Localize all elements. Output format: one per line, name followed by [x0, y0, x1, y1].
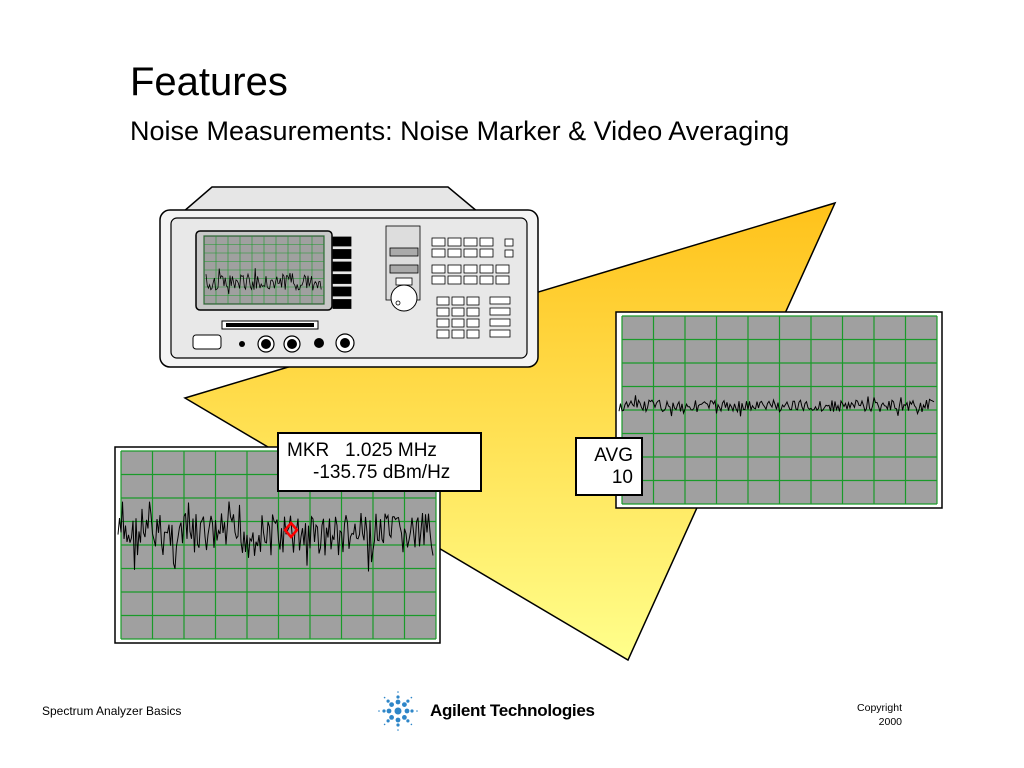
- averaging-readout-box: AVG 10: [575, 437, 643, 496]
- noise-marker-trace: [117, 501, 434, 572]
- instrument-keypad: [431, 237, 514, 339]
- footer-company-name: Agilent Technologies: [430, 701, 595, 720]
- averaging-readout-count: 10: [611, 467, 633, 488]
- instrument-softkeys: [332, 236, 352, 309]
- footer-copyright: Copyright 2000: [820, 701, 902, 729]
- agilent-spark-logo-icon: [378, 691, 418, 731]
- instrument-screen-trace: [205, 268, 322, 295]
- averaging-readout-label: AVG: [594, 445, 633, 466]
- copyright-label: Copyright: [857, 702, 902, 714]
- instrument-screen-grid: [203, 235, 325, 305]
- spectrum-analyzer-icon: [159, 186, 539, 368]
- marker-readout-line1: MKR 1.025 MHz: [287, 440, 437, 461]
- marker-readout-line2: -135.75 dBm/Hz: [313, 462, 451, 483]
- marker-readout-box: MKR 1.025 MHz -135.75 dBm/Hz: [277, 432, 482, 492]
- copyright-year: 2000: [878, 716, 902, 728]
- footer-course-title: Spectrum Analyzer Basics: [42, 704, 182, 718]
- video-averaging-trace: [618, 395, 935, 417]
- video-averaging-display: [615, 311, 943, 509]
- diamond-marker-icon: [283, 521, 299, 539]
- slide-title: Features: [130, 60, 288, 104]
- slide-subtitle: Noise Measurements: Noise Marker & Video…: [130, 116, 790, 146]
